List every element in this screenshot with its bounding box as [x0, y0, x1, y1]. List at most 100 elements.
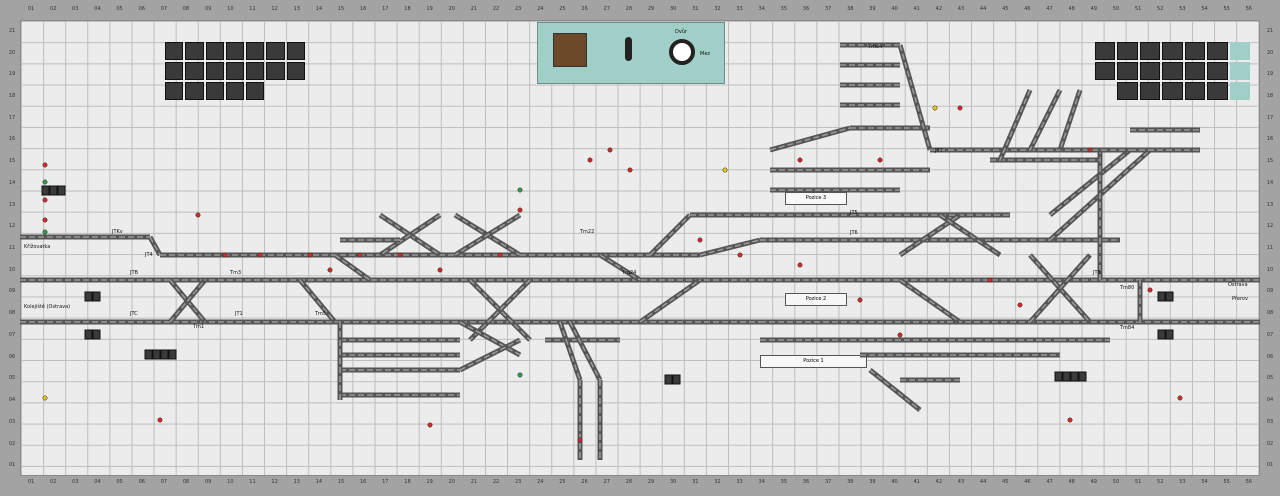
- signal-lamp[interactable]: [257, 252, 263, 258]
- column-number: 53: [1179, 6, 1186, 12]
- route-button[interactable]: [84, 329, 93, 340]
- column-number: 49: [1090, 6, 1097, 12]
- signal-lamp[interactable]: [497, 252, 503, 258]
- column-number: 20: [448, 6, 455, 12]
- column-number: 07: [160, 479, 168, 485]
- signal-lamp[interactable]: [1177, 395, 1183, 401]
- signal-lamp[interactable]: [42, 217, 48, 223]
- signal-lamp[interactable]: [42, 179, 48, 185]
- signal-lamp[interactable]: [697, 237, 703, 243]
- track-segment-inner: [1029, 254, 1091, 323]
- signal-lamp[interactable]: [517, 187, 523, 193]
- signal-button-group[interactable]: [168, 349, 177, 360]
- route-button[interactable]: [1165, 329, 1174, 340]
- track-segment-inner: [1049, 149, 1131, 216]
- signal-lamp[interactable]: [627, 167, 633, 173]
- signal-lamp[interactable]: [42, 162, 48, 168]
- route-button[interactable]: [1157, 329, 1166, 340]
- signal-button-group[interactable]: [152, 349, 161, 360]
- key-slot[interactable]: [553, 33, 587, 67]
- signal-lamp[interactable]: [857, 297, 863, 303]
- signal-lamp[interactable]: [607, 147, 613, 153]
- signal-button-group[interactable]: [1062, 371, 1071, 382]
- track-segment-inner: [769, 127, 851, 151]
- column-number: 54: [1201, 479, 1208, 485]
- signal-button-group[interactable]: [1078, 371, 1087, 382]
- signal-button-group[interactable]: [1054, 371, 1063, 382]
- route-button[interactable]: [92, 329, 101, 340]
- signal-lamp[interactable]: [327, 267, 333, 273]
- signal-lamp[interactable]: [42, 395, 48, 401]
- signal-lamp[interactable]: [877, 157, 883, 163]
- signal-lamp[interactable]: [222, 252, 228, 258]
- signal-lamp[interactable]: [42, 197, 48, 203]
- signal-lamp[interactable]: [1067, 417, 1073, 423]
- signal-lamp[interactable]: [1087, 147, 1093, 153]
- route-button[interactable]: [92, 291, 101, 302]
- signal-lamp[interactable]: [1017, 302, 1023, 308]
- signal-lamp[interactable]: [517, 372, 523, 378]
- column-number: 19: [426, 479, 433, 485]
- signal-lamp[interactable]: [897, 332, 903, 338]
- column-number: 34: [758, 479, 765, 485]
- signal-lamp[interactable]: [437, 267, 443, 273]
- route-button[interactable]: [664, 374, 673, 385]
- route-button[interactable]: [1165, 291, 1174, 302]
- column-number: 04: [94, 6, 101, 12]
- row-number: 14: [8, 179, 16, 186]
- route-button[interactable]: [57, 185, 66, 196]
- signal-button-group[interactable]: [144, 349, 153, 360]
- column-number: 37: [824, 6, 832, 12]
- signal-lamp[interactable]: [577, 437, 583, 443]
- signal-lamp[interactable]: [797, 157, 803, 163]
- column-number: 38: [847, 6, 854, 12]
- track-label: Tm64: [868, 44, 883, 50]
- signal-lamp[interactable]: [1147, 287, 1153, 293]
- signal-lamp[interactable]: [517, 207, 523, 213]
- signal-lamp[interactable]: [397, 252, 403, 258]
- signal-lamp[interactable]: [737, 252, 743, 258]
- zone-box-2: Pozice 2: [785, 293, 847, 306]
- signal-lamp[interactable]: [722, 167, 728, 173]
- signal-lamp[interactable]: [987, 277, 993, 283]
- route-label: JT5: [850, 210, 858, 216]
- signal-button-group[interactable]: [1070, 371, 1079, 382]
- row-number: 18: [8, 93, 16, 100]
- signal-lamp[interactable]: [157, 417, 163, 423]
- route-button[interactable]: [1157, 291, 1166, 302]
- signal-lamp[interactable]: [307, 252, 313, 258]
- dial-knob[interactable]: [669, 39, 695, 65]
- track-segment-inner: [459, 339, 521, 371]
- signal-lamp[interactable]: [587, 157, 593, 163]
- edge-label-left-upper: Křižovatka: [24, 244, 51, 250]
- column-number: 45: [1002, 479, 1009, 485]
- signal-lamp[interactable]: [797, 262, 803, 268]
- column-number: 10: [227, 479, 234, 485]
- route-button[interactable]: [41, 185, 50, 196]
- column-number: 51: [1134, 6, 1142, 12]
- column-number: 43: [957, 479, 965, 485]
- signal-lamp[interactable]: [357, 252, 363, 258]
- column-number: 33: [736, 479, 743, 485]
- route-button[interactable]: [84, 291, 93, 302]
- signal-lamp[interactable]: [957, 105, 963, 111]
- signal-lamp[interactable]: [427, 422, 433, 428]
- signal-lamp[interactable]: [195, 212, 201, 218]
- column-number: 54: [1201, 6, 1208, 12]
- track-segment-inner: [459, 321, 521, 356]
- button-block-top-right[interactable]: [1095, 42, 1250, 100]
- route-button[interactable]: [672, 374, 681, 385]
- row-number: 03: [1266, 418, 1274, 425]
- column-number: 08: [182, 479, 190, 485]
- button-block-top-left[interactable]: [165, 42, 305, 100]
- route-button[interactable]: [49, 185, 58, 196]
- signal-lamp[interactable]: [42, 229, 48, 235]
- toggle-switch[interactable]: [625, 37, 632, 61]
- column-number: 37: [824, 479, 832, 485]
- column-number: 35: [780, 6, 788, 12]
- column-number: 28: [625, 479, 633, 485]
- signal-button-group[interactable]: [160, 349, 169, 360]
- column-number: 29: [647, 6, 655, 12]
- signal-lamp[interactable]: [932, 105, 938, 111]
